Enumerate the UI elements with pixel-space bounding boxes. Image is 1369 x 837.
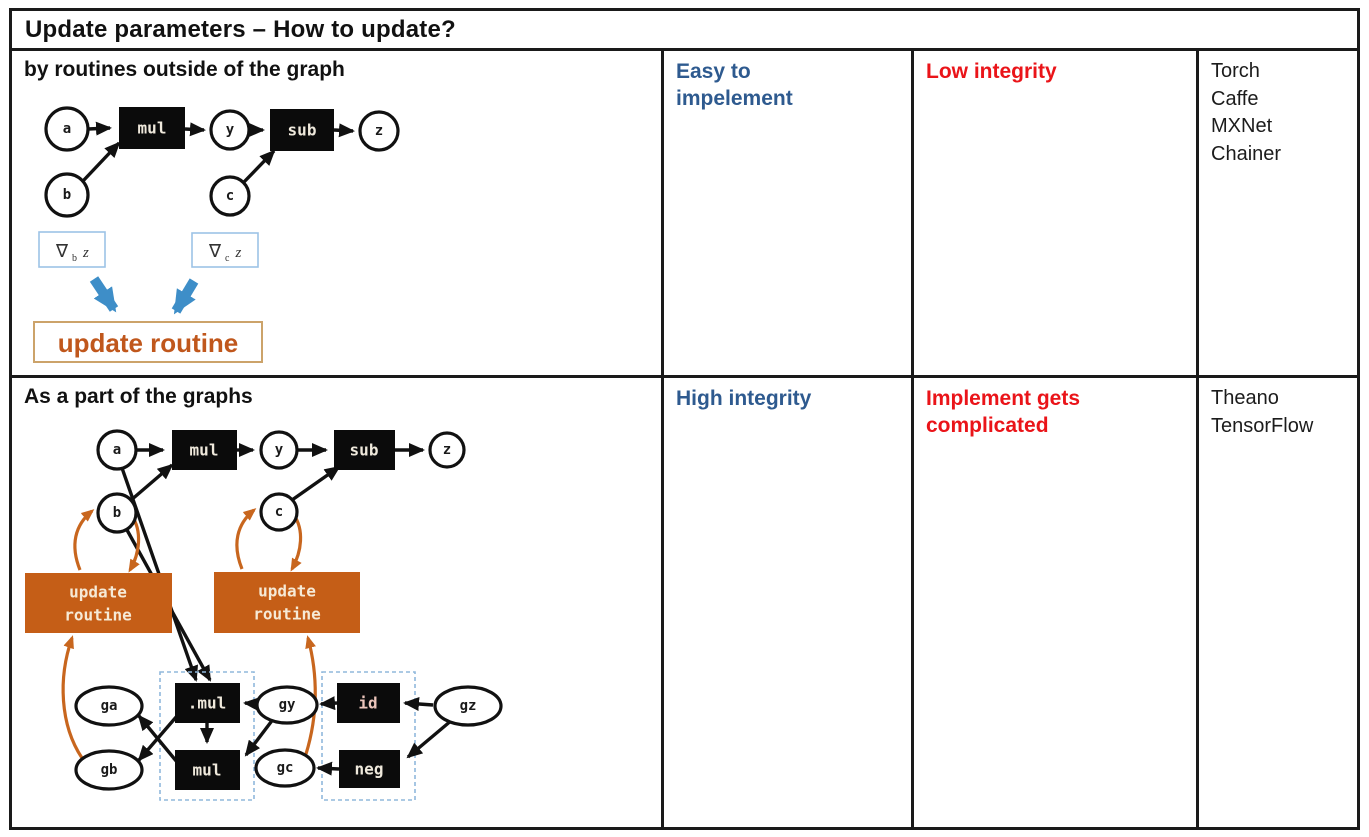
cell-frameworks-2: Theano TensorFlow	[1196, 378, 1357, 827]
variable-node-y: y	[209, 109, 251, 151]
framework-theano: Theano	[1211, 387, 1279, 409]
node-a-label: a	[63, 121, 71, 137]
table-row-part-of-graph: As a part of the graphs	[12, 378, 1357, 827]
sub-label: sub	[288, 121, 317, 140]
node-c-label: c	[226, 188, 234, 204]
variable-node-z: z	[428, 431, 466, 469]
flow-arrows	[89, 276, 199, 315]
op-node-sub: sub	[270, 109, 334, 151]
table-row-outside-graph: by routines outside of the graph	[12, 51, 1357, 378]
gradient-op-id: id	[337, 683, 400, 723]
update-routine-box: update routine	[33, 321, 263, 363]
node-b-label: b	[113, 505, 121, 521]
nabla-c-symbol: ∇	[208, 241, 222, 261]
framework-chainer: Chainer	[1211, 142, 1282, 165]
method-title-2: As a part of the graphs	[24, 385, 253, 408]
node-y-label: y	[226, 122, 235, 138]
mul-label: mul	[190, 441, 219, 460]
op-node-sub: sub	[334, 430, 395, 470]
sub-label: sub	[350, 441, 379, 460]
variable-node-c: c	[209, 175, 251, 217]
grad-mul-top-label: .mul	[188, 694, 227, 713]
diagram-part-of-graph: a mul y sub z	[25, 429, 503, 801]
cell-con-2: Implement gets complicated	[911, 378, 1196, 827]
gradient-op-mul-bottom: mul	[175, 750, 240, 790]
update-routine-box-left: update routine	[25, 573, 172, 633]
node-ga-label: ga	[101, 698, 118, 714]
mul-label: mul	[138, 119, 167, 138]
node-y-label: y	[275, 442, 284, 458]
id-label: id	[358, 694, 377, 713]
update-routine-right-line1: update	[258, 582, 316, 601]
svg-text:∇ c z: ∇ c z	[208, 241, 242, 265]
node-gy-label: gy	[279, 697, 296, 713]
method-title-1: by routines outside of the graph	[24, 58, 345, 81]
con-text-2: Implement gets complicated	[926, 387, 1081, 438]
node-gz-label: gz	[460, 698, 477, 714]
pro-text-2: High integrity	[676, 387, 812, 410]
update-routine-label: update routine	[58, 328, 239, 358]
backward-graph-edges	[137, 696, 454, 776]
gradient-op-neg: neg	[339, 750, 400, 788]
gradient-op-mul-top: .mul	[175, 683, 240, 723]
variable-node-a: a	[96, 429, 138, 471]
pro-text-1: Easy to impelement	[676, 60, 793, 111]
update-routine-left-line2: routine	[64, 606, 131, 625]
gradient-node-ga: ga	[74, 685, 144, 727]
gradient-node-gb: gb	[74, 749, 144, 791]
gradient-box-c: ∇ c z	[191, 232, 259, 268]
gradient-node-gz: gz	[433, 685, 503, 727]
update-routine-left-line1: update	[69, 583, 127, 602]
gradient-node-gy: gy	[255, 685, 319, 725]
node-c-label: c	[275, 504, 283, 520]
node-gb-label: gb	[101, 762, 118, 778]
con-text-1: Low integrity	[926, 60, 1057, 83]
cell-method-2: As a part of the graphs	[12, 378, 661, 827]
nabla-b-var: z	[82, 245, 89, 261]
node-gc-label: gc	[277, 760, 294, 776]
table-header-row: Update parameters – How to update?	[12, 11, 1357, 51]
nabla-c-sub: c	[225, 253, 230, 264]
cell-pro-2: High integrity	[661, 378, 911, 827]
graph-edges	[81, 121, 355, 184]
framework-torch: Torch	[1211, 60, 1260, 82]
variable-node-b: b	[96, 492, 138, 534]
svg-text:∇ b z: ∇ b z	[55, 241, 89, 265]
node-z-label: z	[443, 442, 451, 458]
variable-node-z: z	[358, 110, 400, 152]
cell-frameworks-1: Torch Caffe MXNet Chainer	[1196, 51, 1357, 375]
framework-caffe: Caffe	[1211, 87, 1259, 110]
diagram-outside-graph: a b mul y sub	[33, 106, 400, 363]
op-node-mul: mul	[119, 107, 185, 149]
node-b-label: b	[63, 187, 71, 203]
variable-node-a: a	[44, 106, 90, 152]
node-a-label: a	[113, 442, 121, 458]
cell-con-1: Low integrity	[911, 51, 1196, 375]
forward-graph-edges	[120, 443, 425, 682]
node-z-label: z	[375, 123, 383, 139]
page-title: Update parameters – How to update?	[25, 15, 456, 43]
comparison-table: Update parameters – How to update? by ro…	[9, 8, 1360, 830]
gradient-box-b: ∇ b z	[38, 231, 106, 268]
update-routine-right-line2: routine	[253, 605, 320, 624]
variable-node-c: c	[259, 492, 299, 532]
variable-node-y: y	[259, 430, 299, 470]
cell-pro-1: Easy to impelement	[661, 51, 911, 375]
gradient-group-right	[321, 671, 416, 801]
update-routine-box-right: update routine	[214, 572, 360, 633]
op-node-mul: mul	[172, 430, 237, 470]
gradient-node-gc: gc	[254, 748, 316, 788]
nabla-c-var: z	[235, 245, 242, 261]
grad-mul-bottom-label: mul	[193, 761, 222, 780]
framework-tensorflow: TensorFlow	[1211, 414, 1314, 437]
cell-method-1: by routines outside of the graph	[12, 51, 661, 375]
nabla-b-symbol: ∇	[55, 241, 69, 261]
nabla-b-sub: b	[72, 253, 77, 264]
neg-label: neg	[355, 760, 384, 779]
variable-node-b: b	[44, 172, 90, 218]
framework-mxnet: MXNet	[1211, 115, 1273, 138]
